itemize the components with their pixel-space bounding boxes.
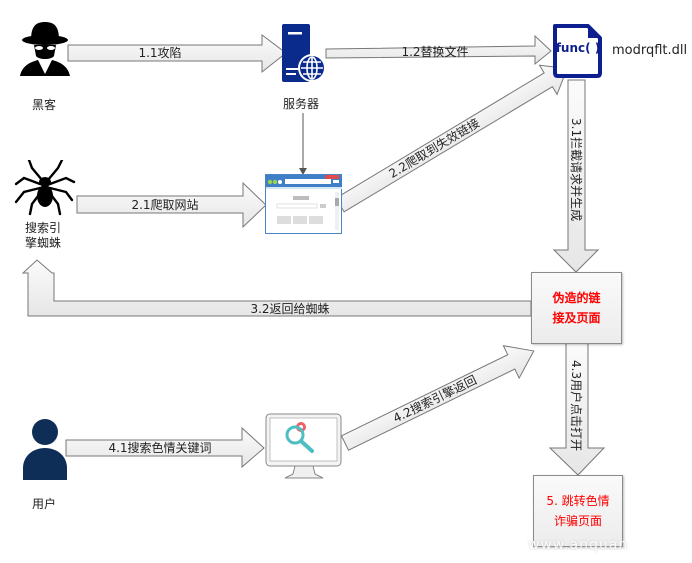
- arrow-3-2: 3.2返回给蜘蛛: [21, 259, 532, 317]
- arrow-1-1-label: 1.1攻陷: [138, 45, 181, 60]
- dll-icon-text: func( ): [555, 41, 601, 55]
- hacker-label: 黑客: [32, 98, 57, 112]
- spider-icon: [14, 160, 76, 216]
- scam-page-line2: 诈骗页面: [553, 514, 602, 528]
- hacker-icon: [20, 22, 70, 76]
- arrow-4-3: 4.3用户点击打开: [548, 342, 606, 476]
- server-label: 服务器: [283, 97, 320, 111]
- scam-page-line1: 5. 跳转色情: [546, 494, 610, 508]
- fake-pages-line1: 伪造的链: [552, 291, 601, 305]
- user-icon: [23, 419, 67, 480]
- dll-file-node: func( ): [550, 23, 602, 78]
- arrow-1-2: 1.2替换文件: [325, 34, 552, 66]
- arrow-4-3-label: 4.3用户点击打开: [569, 360, 584, 451]
- spider-label-line2: 擎蜘蛛: [25, 236, 62, 250]
- server-icon: [282, 24, 326, 82]
- arrow-3-1-label: 3.1拦截请求并生成: [569, 118, 583, 221]
- arrow-2-1-label: 2.1爬取网站: [131, 198, 198, 212]
- browser-window-icon: [265, 174, 342, 234]
- monitor-search-icon: [265, 413, 342, 479]
- user-label: 用户: [32, 497, 57, 511]
- fake-pages-line2: 接及页面: [552, 311, 601, 325]
- scam-page-node: 5. 跳转色情 诈骗页面: [533, 475, 623, 547]
- arrow-2-2-label: 2.2爬取到失效链接: [386, 115, 482, 181]
- spider-label: 搜索引 擎蜘蛛: [25, 221, 61, 251]
- watermark: www.anquan: [528, 537, 629, 553]
- file-function-icon: [553, 24, 602, 78]
- arrow-2-1: 2.1爬取网站: [76, 181, 267, 229]
- arrow-3-1: 3.1拦截请求并生成: [552, 79, 600, 273]
- fake-pages-node: 伪造的链 接及页面: [531, 272, 622, 344]
- dll-filename-label: modrqflt.dll: [612, 43, 688, 58]
- arrow-3-2-label: 3.2返回给蜘蛛: [250, 301, 329, 316]
- arrow-4-1: 4.1搜索色情关键词: [65, 426, 265, 469]
- arrow-4-2-label: 4.2搜索引擎返回: [390, 372, 478, 425]
- arrow-1-1: 1.1攻陷: [67, 34, 287, 74]
- arrow-2-2: 2.2爬取到失效链接: [335, 64, 568, 213]
- arrow-4-1-label: 4.1搜索色情关键词: [108, 440, 211, 455]
- server-website-connector: [299, 113, 307, 175]
- arrow-4-2: 4.2搜索引擎返回: [340, 345, 535, 451]
- arrow-1-2-label: 1.2替换文件: [401, 44, 468, 59]
- spider-label-line1: 搜索引: [25, 221, 62, 235]
